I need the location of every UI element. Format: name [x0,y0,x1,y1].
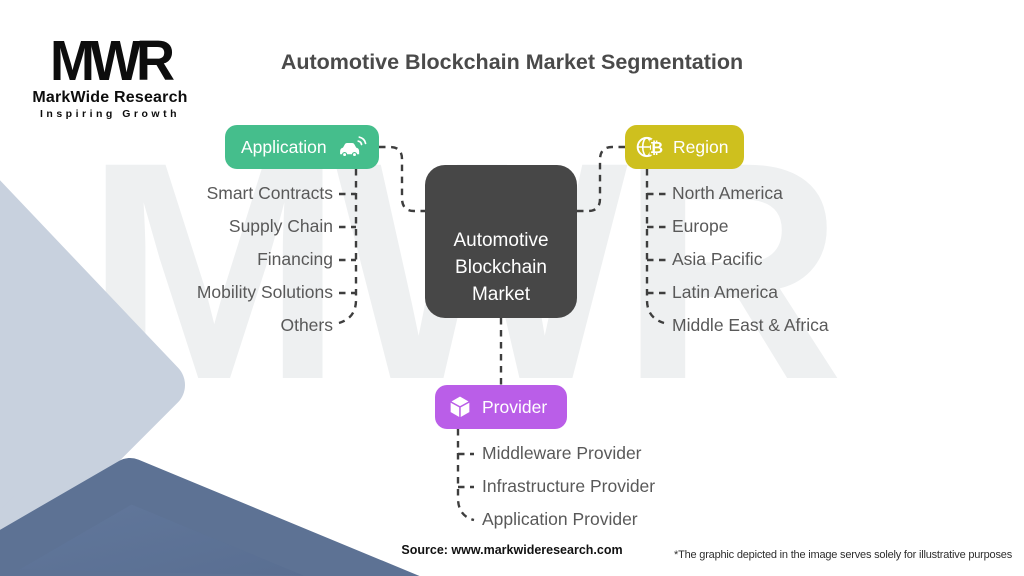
list-item: Smart Contracts [206,183,333,203]
source-text: Source: www.markwideresearch.com [401,543,623,557]
region-items-list: North America Europe Asia Pacific Latin … [672,177,829,342]
list-item: Middle East & Africa [672,315,829,335]
provider-branch-badge: Provider [435,385,567,429]
list-item: Others [280,315,333,335]
application-badge-label: Application [241,136,327,157]
provider-items-list: Middleware Provider Infrastructure Provi… [482,437,655,536]
logo-monogram: MWR [50,29,175,93]
list-item: North America [672,183,783,203]
list-item: Application Provider [482,509,638,529]
region-badge-label: Region [673,136,729,157]
list-item: Asia Pacific [672,249,763,269]
list-item: Supply Chain [228,216,333,236]
connected-car-icon [335,134,367,160]
central-market-node: Automotive Blockchain Market [425,165,577,318]
globe-bitcoin-icon: ₿ [635,134,665,160]
dark-diamond-shape [0,458,420,576]
list-item: Mobility Solutions [196,282,333,302]
logo-company-name: MarkWide Research [32,89,188,107]
light-diamond-shape [0,180,185,576]
cube-icon [447,394,473,420]
application-items-list: Smart Contracts Supply Chain Financing M… [120,177,333,342]
application-branch-badge: Application [225,125,379,169]
list-item: Financing [257,249,333,269]
central-market-label: Automotive Blockchain Market [453,229,549,305]
brand-logo: MWR MarkWide Research Inspiring Growth [30,29,190,121]
list-item: Infrastructure Provider [482,476,656,496]
list-item: Latin America [672,282,779,302]
list-item: Europe [672,216,729,236]
list-item: Middleware Provider [482,443,642,463]
region-branch-badge: ₿ Region [625,125,744,169]
logo-tagline: Inspiring Growth [40,108,180,121]
page-title: Automotive Blockchain Market Segmentatio… [280,50,744,74]
provider-badge-label: Provider [482,396,548,417]
svg-text:₿: ₿ [650,138,663,157]
disclaimer-text: *The graphic depicted in the image serve… [674,549,1012,561]
